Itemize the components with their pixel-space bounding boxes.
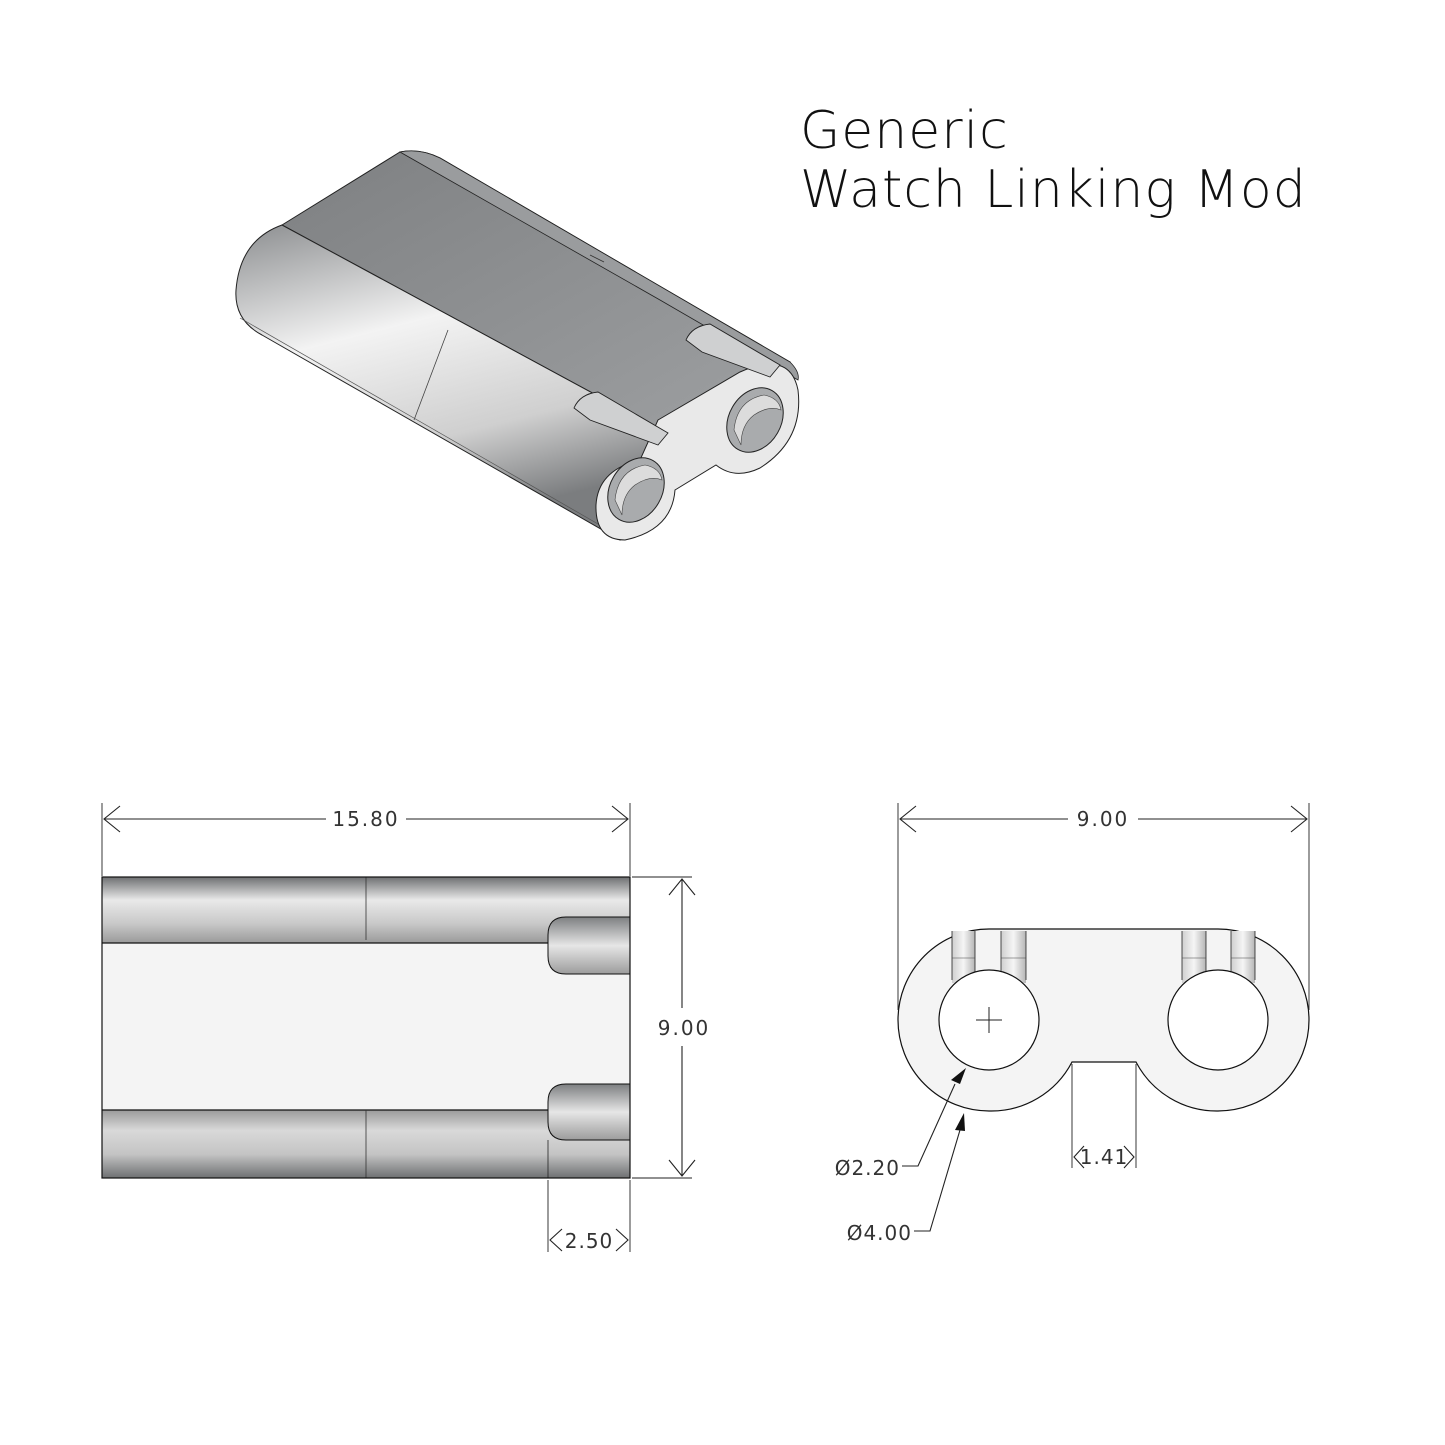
end-hole-right bbox=[1167, 969, 1269, 1071]
iso-slot-end-mark bbox=[589, 254, 605, 263]
leader-lobe-diameter: Ø4.00 bbox=[847, 1113, 965, 1245]
lobe-diameter-label: Ø4.00 bbox=[847, 1221, 912, 1245]
iso-hole-right-inner bbox=[733, 394, 782, 446]
leader-hole-diameter: Ø2.20 bbox=[835, 1068, 966, 1180]
dimension-height: 9.00 bbox=[632, 876, 711, 1179]
dimension-gap-label: 1.41 bbox=[1080, 1145, 1129, 1169]
dimension-height-label: 9.00 bbox=[658, 1016, 711, 1040]
dimension-length-label: 15.80 bbox=[332, 807, 399, 831]
iso-hole-left-inner bbox=[614, 464, 663, 516]
end-view bbox=[897, 928, 1310, 1112]
dimension-width: 9.00 bbox=[897, 803, 1310, 1010]
side-slot-top bbox=[547, 916, 631, 975]
iso-slot-left bbox=[573, 391, 669, 446]
isometric-view bbox=[235, 150, 800, 541]
dimension-length: 15.80 bbox=[101, 803, 631, 876]
iso-slot-right bbox=[685, 323, 781, 378]
dimension-gap: 1.41 bbox=[1071, 1064, 1137, 1169]
side-view bbox=[101, 876, 631, 1179]
iso-back-cylinder bbox=[398, 150, 799, 381]
title-line-1: Generic bbox=[800, 101, 1009, 161]
side-slot-bottom bbox=[547, 1083, 631, 1141]
dimension-slot-depth-label: 2.50 bbox=[565, 1229, 614, 1253]
hole-diameter-label: Ø2.20 bbox=[835, 1156, 900, 1180]
iso-front-cylinder bbox=[235, 224, 671, 541]
title-line-2: Watch Linking Mod bbox=[800, 160, 1307, 220]
dimension-slot-depth: 2.50 bbox=[547, 1180, 631, 1253]
dimension-width-label: 9.00 bbox=[1077, 807, 1130, 831]
iso-edge-line bbox=[239, 317, 606, 529]
iso-seam-line bbox=[413, 329, 449, 421]
